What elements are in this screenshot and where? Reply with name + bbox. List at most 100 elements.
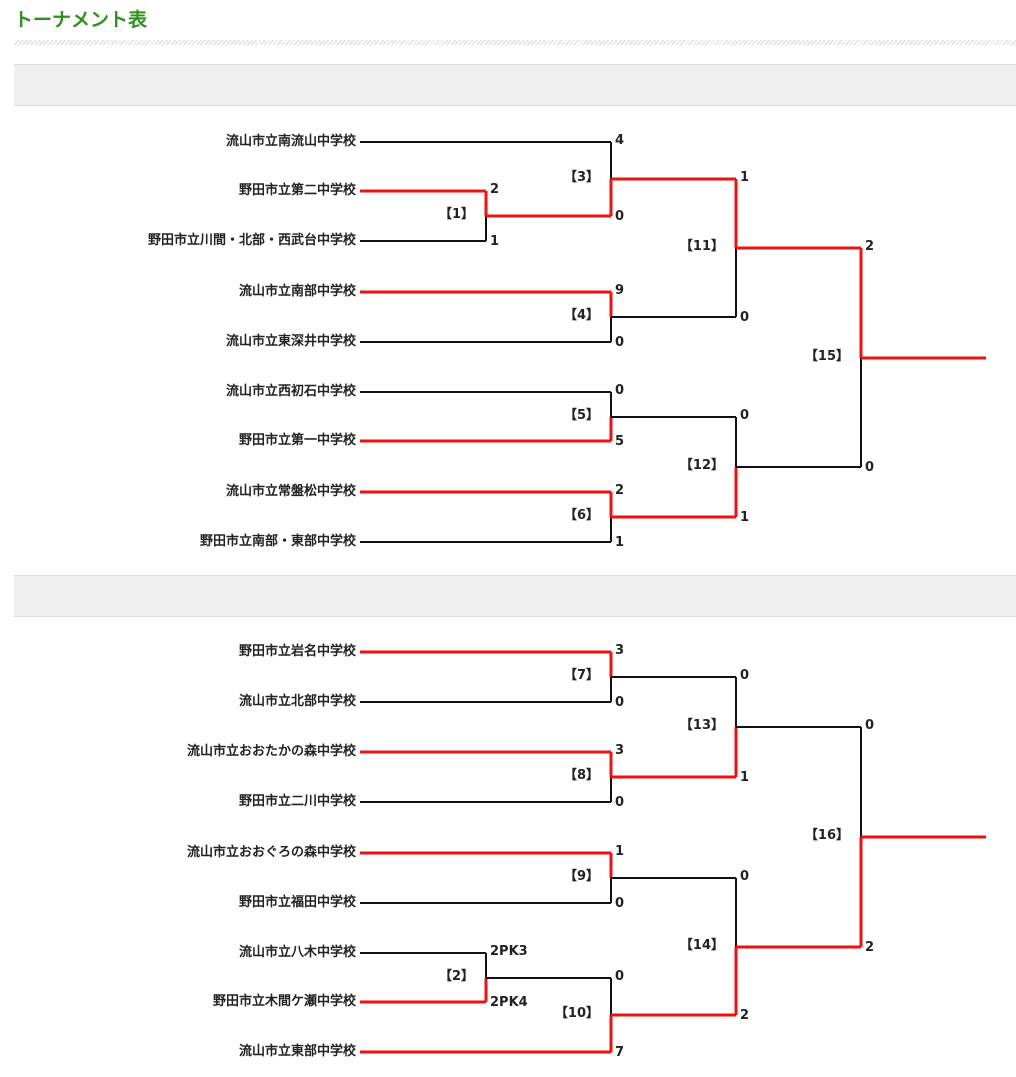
match-score: 2 xyxy=(865,239,875,254)
team-name: 流山市立東深井中学校 xyxy=(225,334,356,349)
team-name: 流山市立おおぐろの森中学校 xyxy=(186,845,356,860)
bracket-line xyxy=(360,141,611,143)
bracket-line xyxy=(735,878,737,947)
section-header-b xyxy=(14,575,1016,617)
bracket-line xyxy=(735,677,737,727)
bracket-line xyxy=(610,777,612,802)
bracket-line xyxy=(360,341,611,343)
bracket-line xyxy=(360,1050,611,1054)
bracket-line xyxy=(609,292,613,317)
bracket-line xyxy=(611,1013,736,1017)
bracket-line xyxy=(611,775,736,779)
bracket-line xyxy=(485,953,487,978)
bracket-line xyxy=(611,877,736,879)
team-name: 流山市立南部中学校 xyxy=(238,284,356,299)
bracket-line xyxy=(485,216,487,241)
match-score: 2 xyxy=(865,940,875,955)
match-score: 0 xyxy=(740,310,750,325)
match-number: 【11】 xyxy=(679,239,724,254)
match-score: 0 xyxy=(615,969,625,984)
match-score: 1 xyxy=(615,844,625,859)
bracket-block-a: 流山市立南流山中学校野田市立第二中学校野田市立川間・北部・西武台中学校流山市立南… xyxy=(147,133,986,550)
bracket-line xyxy=(360,801,611,803)
bracket-line xyxy=(610,392,612,417)
match-score: 0 xyxy=(615,335,625,350)
bracket-line xyxy=(734,467,738,517)
match-score: 1 xyxy=(740,170,750,185)
bracket-line-final xyxy=(861,356,986,360)
bracket-line xyxy=(484,978,488,1002)
bracket-line xyxy=(859,837,863,947)
team-name: 流山市立おおたかの森中学校 xyxy=(186,744,356,759)
match-score: 0 xyxy=(865,718,875,733)
match-score: 0 xyxy=(865,460,875,475)
match-number: 【14】 xyxy=(679,938,724,953)
bracket-line xyxy=(609,417,613,441)
match-number: 【16】 xyxy=(804,828,849,843)
match-number: 【4】 xyxy=(563,308,599,323)
team-name: 野田市立川間・北部・西武台中学校 xyxy=(147,233,356,248)
team-name: 流山市立北部中学校 xyxy=(238,694,356,709)
bracket-line xyxy=(609,179,613,216)
match-score: 3 xyxy=(615,643,625,658)
bracket-line xyxy=(609,853,613,878)
bracket-line xyxy=(734,727,738,777)
bracket-line xyxy=(610,517,612,542)
bracket-line xyxy=(611,316,736,318)
match-number: 【10】 xyxy=(554,1006,599,1021)
match-score: 0 xyxy=(615,383,625,398)
team-name: 野田市立第二中学校 xyxy=(238,183,356,198)
match-score: 7 xyxy=(615,1045,625,1060)
match-score: 0 xyxy=(740,668,750,683)
bracket-line xyxy=(360,650,611,654)
bracket-line xyxy=(860,358,862,467)
match-score: 0 xyxy=(615,896,625,911)
team-name: 野田市立第一中学校 xyxy=(238,433,356,448)
page-title: トーナメント表 xyxy=(14,9,148,31)
match-score: 1 xyxy=(490,234,500,249)
bracket-line xyxy=(736,466,861,468)
bracket-line xyxy=(609,752,613,777)
bracket-line xyxy=(735,417,737,467)
bracket-line xyxy=(736,945,861,949)
bracket-line xyxy=(360,851,611,855)
bracket-line xyxy=(859,248,863,358)
match-score: 0 xyxy=(740,869,750,884)
match-number: 【15】 xyxy=(804,349,849,364)
bracket-line xyxy=(360,541,611,543)
match-number: 【5】 xyxy=(563,408,599,423)
match-number: 【9】 xyxy=(563,869,599,884)
match-score: 1 xyxy=(740,510,750,525)
bracket-line xyxy=(360,701,611,703)
team-name: 野田市立木間ケ瀬中学校 xyxy=(212,994,356,1009)
match-score: 0 xyxy=(615,695,625,710)
match-score: 2PK4 xyxy=(490,995,528,1010)
title-divider xyxy=(14,40,1016,45)
team-name: 流山市立八木中学校 xyxy=(238,945,356,960)
bracket-line xyxy=(734,179,738,248)
bracket-line xyxy=(360,490,611,494)
match-number: 【3】 xyxy=(563,170,599,185)
bracket-line xyxy=(360,750,611,754)
team-name: 流山市立東部中学校 xyxy=(238,1044,356,1059)
bracket-line xyxy=(360,391,611,393)
match-score: 4 xyxy=(615,133,625,148)
match-score: 1 xyxy=(615,535,625,550)
match-score: 2 xyxy=(490,182,500,197)
match-score: 9 xyxy=(615,283,625,298)
bracket-line xyxy=(860,727,862,837)
match-number: 【13】 xyxy=(679,718,724,733)
team-name: 野田市立二川中学校 xyxy=(238,794,356,809)
bracket-line xyxy=(486,214,611,218)
match-score: 2PK3 xyxy=(490,944,528,959)
bracket-line-final xyxy=(861,835,986,839)
bracket-line xyxy=(610,677,612,702)
team-name: 流山市立西初石中学校 xyxy=(225,384,356,399)
bracket-line xyxy=(610,878,612,903)
section-header-a xyxy=(14,64,1016,106)
match-number: 【1】 xyxy=(438,207,474,222)
bracket-line xyxy=(734,947,738,1015)
match-score: 5 xyxy=(615,434,625,449)
match-number: 【2】 xyxy=(438,969,474,984)
